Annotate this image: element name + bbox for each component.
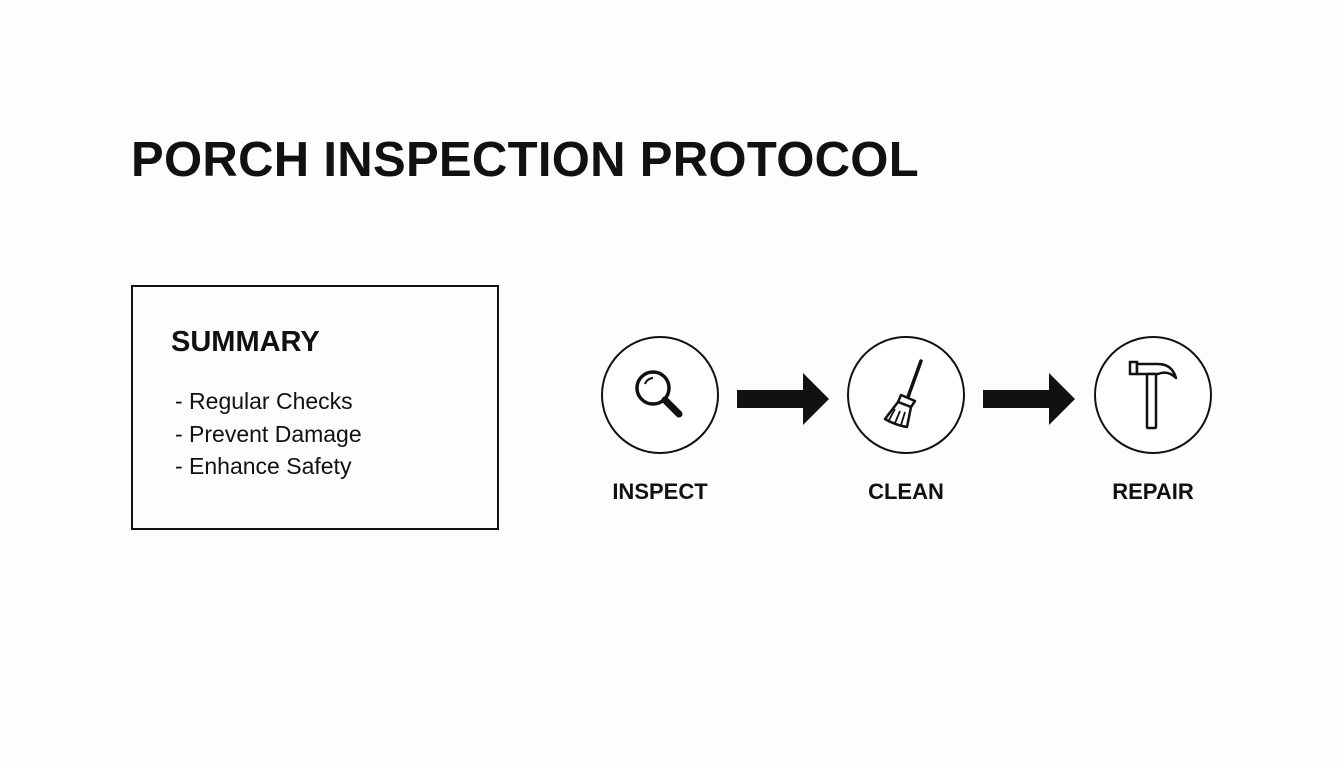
- broom-icon: [883, 359, 923, 429]
- summary-item: - Enhance Safety: [175, 453, 352, 479]
- step-inspect-label: INSPECT: [612, 479, 708, 504]
- hammer-icon: [1128, 360, 1178, 430]
- arrow-right-icon: [983, 373, 1075, 425]
- summary-heading: SUMMARY: [171, 326, 320, 358]
- summary-list: - Regular Checks - Prevent Damage - Enha…: [175, 385, 362, 483]
- step-repair: REPAIR: [1036, 336, 1276, 516]
- summary-box: SUMMARY - Regular Checks - Prevent Damag…: [131, 285, 499, 530]
- step-inspect-circle: [601, 336, 719, 454]
- step-repair-circle: [1094, 336, 1212, 454]
- step-clean: CLEAN: [789, 336, 1029, 516]
- step-clean-circle: [847, 336, 965, 454]
- magnifying-glass-icon: [635, 370, 683, 418]
- summary-item: - Prevent Damage: [175, 420, 362, 447]
- step-repair-label: REPAIR: [1112, 479, 1194, 504]
- page-title: PORCH INSPECTION PROTOCOL: [131, 133, 919, 187]
- arrow-right-icon: [737, 373, 829, 425]
- summary-item: - Regular Checks: [175, 388, 353, 414]
- step-clean-label: CLEAN: [868, 479, 944, 504]
- step-inspect: INSPECT: [543, 336, 783, 516]
